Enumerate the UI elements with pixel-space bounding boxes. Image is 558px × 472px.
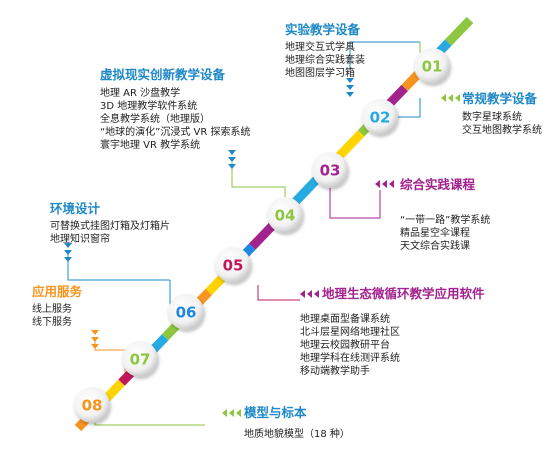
node-ball xyxy=(74,387,110,423)
chevron-down-icon xyxy=(91,330,99,349)
section-models-specimens: 模型与标本 地质地貌模型（18 种） xyxy=(244,405,350,440)
section-ecosystem-software: 地理生态微循环教学应用软件 地理桌面型备课系统 北斗层星网络地理社区 地理云校园… xyxy=(300,286,485,377)
node-number: 03 xyxy=(320,162,341,180)
list-item: 地理 AR 沙盘教学 xyxy=(100,86,180,99)
section-environment-design: 环境设计 可替换式挂图灯箱及灯箱片 地理知识窗帘 xyxy=(50,201,170,245)
node-ball xyxy=(312,152,348,188)
list-item: 地理综合实践套装 xyxy=(285,53,365,66)
list-item: 天文综合实践课 xyxy=(400,239,470,252)
list-item: 地理桌面型备课系统 xyxy=(300,312,390,325)
list-item: 地图图层学习箱 xyxy=(285,66,355,79)
node-number: 08 xyxy=(82,397,103,415)
node-number: 05 xyxy=(223,257,244,275)
node-01: 01 xyxy=(414,48,450,84)
node-ball xyxy=(168,294,204,330)
list-item: 北斗层星网络地理社区 xyxy=(300,325,400,338)
node-05: 05 xyxy=(215,247,251,283)
node-03: 03 xyxy=(312,152,348,188)
list-item: “地球的演化”沉浸式 VR 探索系统 xyxy=(100,125,251,138)
chevron-down-icon xyxy=(228,150,236,169)
chevron-down-icon xyxy=(64,243,72,262)
node-number: 07 xyxy=(130,351,151,369)
list-item: 地理云校园教研平台 xyxy=(300,338,390,351)
list-item: 3D 地理教学软件系统 xyxy=(100,99,197,112)
section-vr-equipment: 虚拟现实创新教学设备 地理 AR 沙盘教学 3D 地理教学软件系统 全息教学系统… xyxy=(100,67,251,151)
section-regular-equipment: 常规教学设备 数字星球系统 交互地图教学系统 xyxy=(462,91,542,136)
timeline-nodes: 01 02 03 04 05 06 07 08 xyxy=(74,48,450,423)
list-item: 寰宇地理 VR 教学系统 xyxy=(100,138,200,151)
list-item: 精品星空伞课程 xyxy=(400,226,470,239)
section-title: 虚拟现实创新教学设备 xyxy=(100,67,226,82)
section-title: 地理生态微循环教学应用软件 xyxy=(322,286,485,301)
chevron-left-icon xyxy=(300,290,319,298)
chevron-left-icon xyxy=(441,94,460,102)
section-title: 综合实践课程 xyxy=(400,177,476,192)
section-lab-equipment: 实验教学设备 地理交互式学具 地理综合实践套装 地图图层学习箱 xyxy=(285,22,365,79)
node-ball xyxy=(267,197,303,233)
list-item: 可替换式挂图灯箱及灯箱片 xyxy=(50,219,170,232)
list-item: 地理交互式学具 xyxy=(285,40,355,53)
node-ball xyxy=(215,247,251,283)
node-number: 04 xyxy=(275,207,296,225)
section-title: 模型与标本 xyxy=(244,405,307,420)
node-number: 02 xyxy=(370,109,391,127)
list-item: 地理知识窗帘 xyxy=(50,232,110,245)
chevron-left-icon xyxy=(375,180,394,188)
section-practice-courses: 综合实践课程 “一带一路”教学系统 精品星空伞课程 天文综合实践课 xyxy=(400,177,490,252)
node-02: 02 xyxy=(362,99,398,135)
list-item: 移动端教学助手 xyxy=(300,364,370,377)
node-number: 01 xyxy=(422,58,443,76)
bar-segment xyxy=(444,16,474,46)
list-item: 数字星球系统 xyxy=(462,110,522,123)
list-item: 线下服务 xyxy=(32,315,72,328)
node-ball xyxy=(414,48,450,84)
list-item: 地质地貌模型（18 种） xyxy=(244,427,350,440)
node-08: 08 xyxy=(74,387,110,423)
section-title: 应用服务 xyxy=(32,284,83,299)
list-item: 线上服务 xyxy=(32,302,72,315)
chevron-down-icon xyxy=(346,78,354,97)
list-item: 地理学科在线测评系统 xyxy=(300,351,400,364)
section-application-services: 应用服务 线上服务 线下服务 xyxy=(32,284,83,328)
list-item: “一带一路”教学系统 xyxy=(400,213,490,226)
node-ball xyxy=(362,99,398,135)
node-06: 06 xyxy=(168,294,204,330)
node-number: 06 xyxy=(176,304,197,322)
node-ball xyxy=(122,341,158,377)
bar-segment xyxy=(336,130,365,160)
list-item: 全息教学系统（地理版） xyxy=(100,112,210,125)
bar-segment xyxy=(248,220,278,250)
list-item: 交互地图教学系统 xyxy=(462,123,542,136)
node-07: 07 xyxy=(122,341,158,377)
chevron-left-icon xyxy=(222,409,241,417)
node-04: 04 xyxy=(267,197,303,233)
section-title: 常规教学设备 xyxy=(462,91,538,106)
section-title: 实验教学设备 xyxy=(285,22,361,37)
bar-segment xyxy=(292,175,321,205)
section-title: 环境设计 xyxy=(50,201,101,216)
